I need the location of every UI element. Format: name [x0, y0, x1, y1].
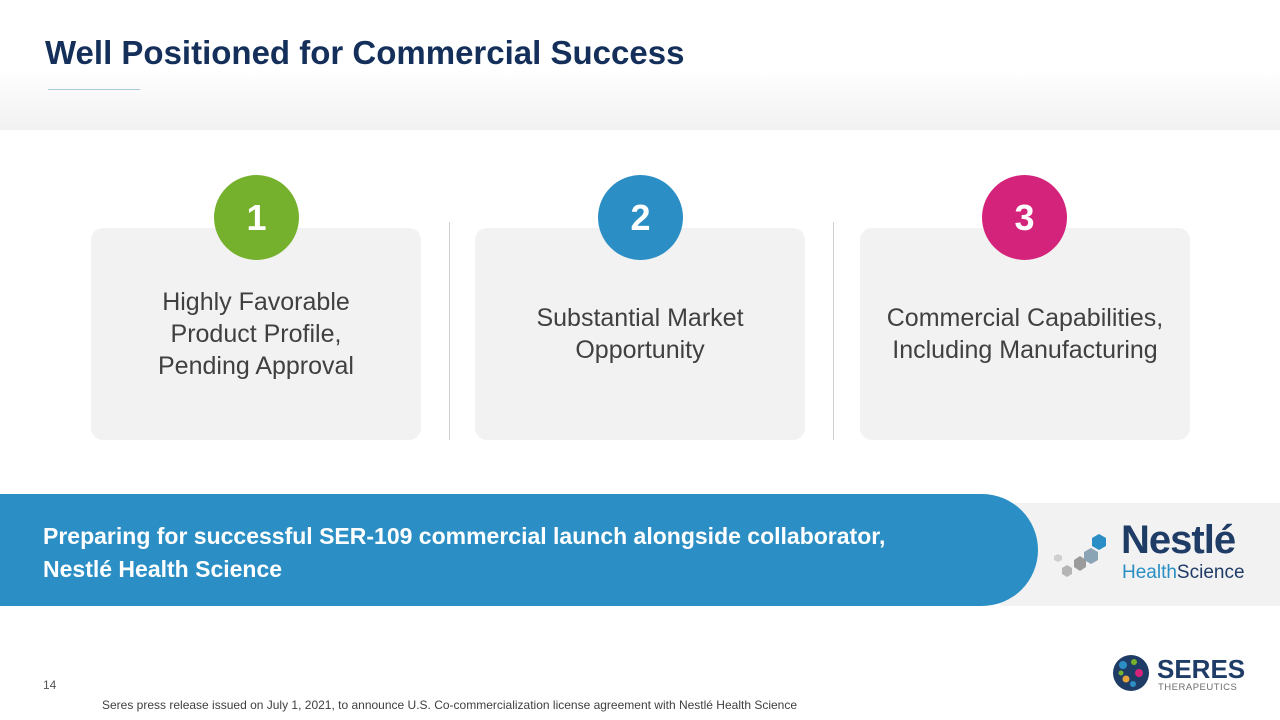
page-title: Well Positioned for Commercial Success: [45, 34, 685, 71]
card-market-opportunity: Substantial Market Opportunity: [475, 228, 805, 440]
column-divider: [449, 222, 450, 440]
seres-subtitle: THERAPEUTICS: [1158, 682, 1238, 693]
callout-banner: [0, 494, 1038, 606]
footnote: Seres press release issued on July 1, 20…: [102, 698, 798, 712]
card-commercial-capabilities: Commercial Capabilities, Including Manuf…: [860, 228, 1190, 440]
header-background: [0, 70, 1280, 130]
banner-text: Preparing for successful SER-109 commerc…: [43, 523, 886, 582]
title-underline: [48, 89, 140, 90]
number-badge-1: 1: [214, 175, 299, 260]
number-badge-2: 2: [598, 175, 683, 260]
seres-logo-icon: [1113, 655, 1149, 691]
nestle-wordmark: Nestlé: [1121, 518, 1236, 562]
page-number: 14: [43, 678, 57, 692]
nestle-subtitle-science: Science: [1176, 562, 1245, 583]
seres-wordmark: SERES: [1157, 654, 1246, 684]
nestle-subtitle: HealthScience: [1122, 562, 1245, 584]
card-text: Highly Favorable Product Profile, Pendin…: [158, 288, 354, 380]
number-badge-3: 3: [982, 175, 1067, 260]
card-text: Substantial Market Opportunity: [536, 304, 744, 364]
logo-background-band: [1000, 503, 1280, 606]
nestle-health-science-logo-icon: [1054, 534, 1106, 577]
card-product-profile: Highly Favorable Product Profile, Pendin…: [91, 228, 421, 440]
column-divider: [833, 222, 834, 440]
card-text: Commercial Capabilities, Including Manuf…: [886, 304, 1164, 364]
nestle-subtitle-health: Health: [1122, 562, 1177, 583]
